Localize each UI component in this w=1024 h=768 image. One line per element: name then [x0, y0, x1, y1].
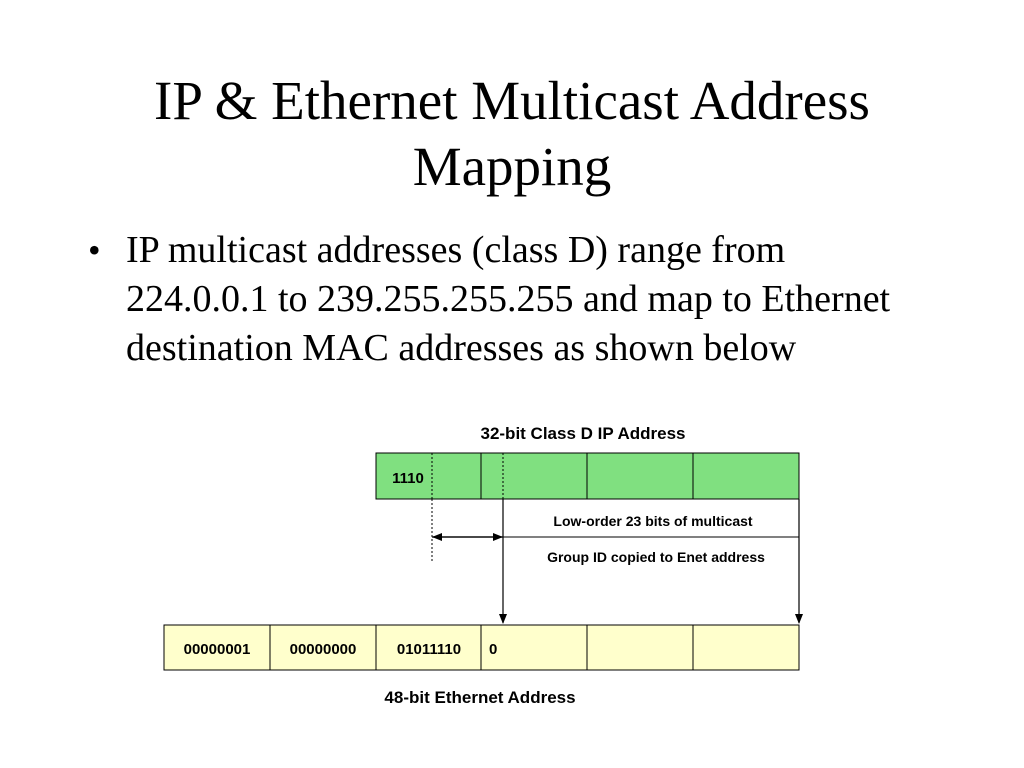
ip-address-label: 32-bit Class D IP Address: [480, 424, 685, 443]
copy-label-line-1: Low-order 23 bits of multicast: [553, 513, 752, 529]
copy-label-line-2: Group ID copied to Enet address: [547, 549, 765, 565]
eth-field-2: 00000000: [290, 641, 357, 658]
ip-prefix-bits: 1110: [392, 470, 424, 487]
eth-field-1: 00000001: [184, 641, 251, 658]
ethernet-address-box: 00000001 00000000 01011110 0: [163, 624, 800, 671]
ip-address-box: 1110: [375, 452, 800, 500]
eth-field-4: 0: [489, 641, 497, 658]
title-line-1: IP & Ethernet Multicast Address: [154, 70, 870, 131]
title-line-2: Mapping: [412, 136, 612, 197]
slide-title: IP & Ethernet Multicast Address Mapping: [0, 68, 1024, 200]
bullet-symbol: •: [88, 230, 101, 270]
bullet-text: IP multicast addresses (class D) range f…: [126, 229, 891, 369]
eth-field-3: 01011110: [397, 641, 461, 658]
ethernet-address-label: 48-bit Ethernet Address: [384, 688, 575, 707]
